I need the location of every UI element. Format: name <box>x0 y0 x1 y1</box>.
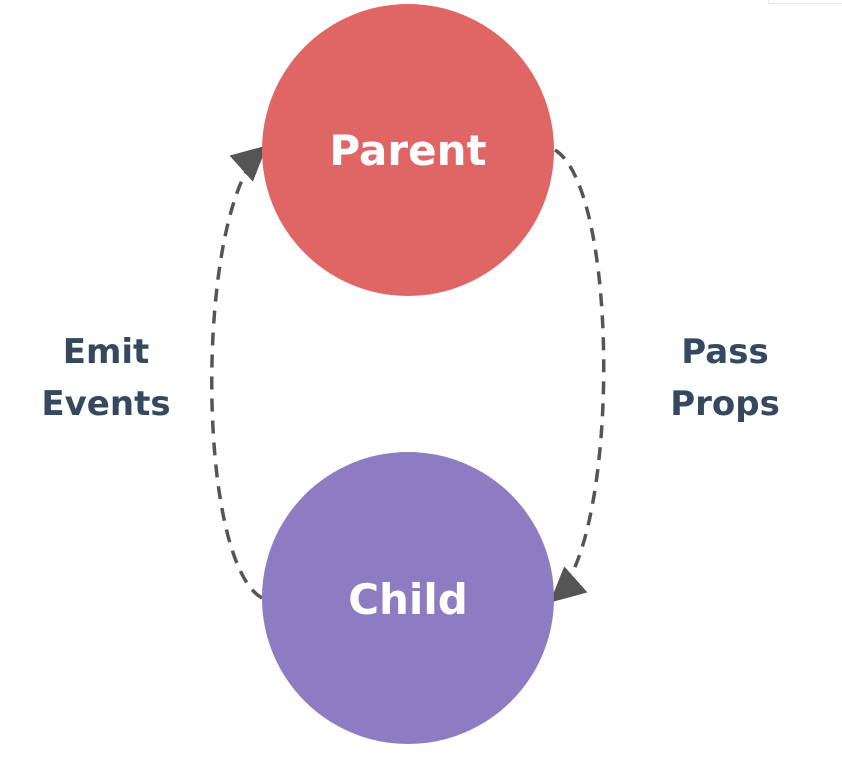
child-circle <box>262 452 554 744</box>
pass-props-line1: Pass <box>681 332 768 372</box>
child-node: Child <box>262 452 554 744</box>
pass-props-label: Pass Props <box>670 332 780 424</box>
pass-props-line2: Props <box>670 384 780 424</box>
parent-circle <box>262 4 554 296</box>
emit-events-line2: Events <box>41 384 170 424</box>
emit-events-arrow <box>210 145 268 600</box>
top-edge-mark <box>768 0 842 4</box>
parent-label: Parent <box>329 126 486 175</box>
pass-props-arrow <box>549 148 606 603</box>
parent-node: Parent <box>262 4 554 296</box>
emit-events-label: Emit Events <box>41 332 170 424</box>
emit-events-line1: Emit <box>63 332 150 372</box>
child-label: Child <box>348 575 468 624</box>
